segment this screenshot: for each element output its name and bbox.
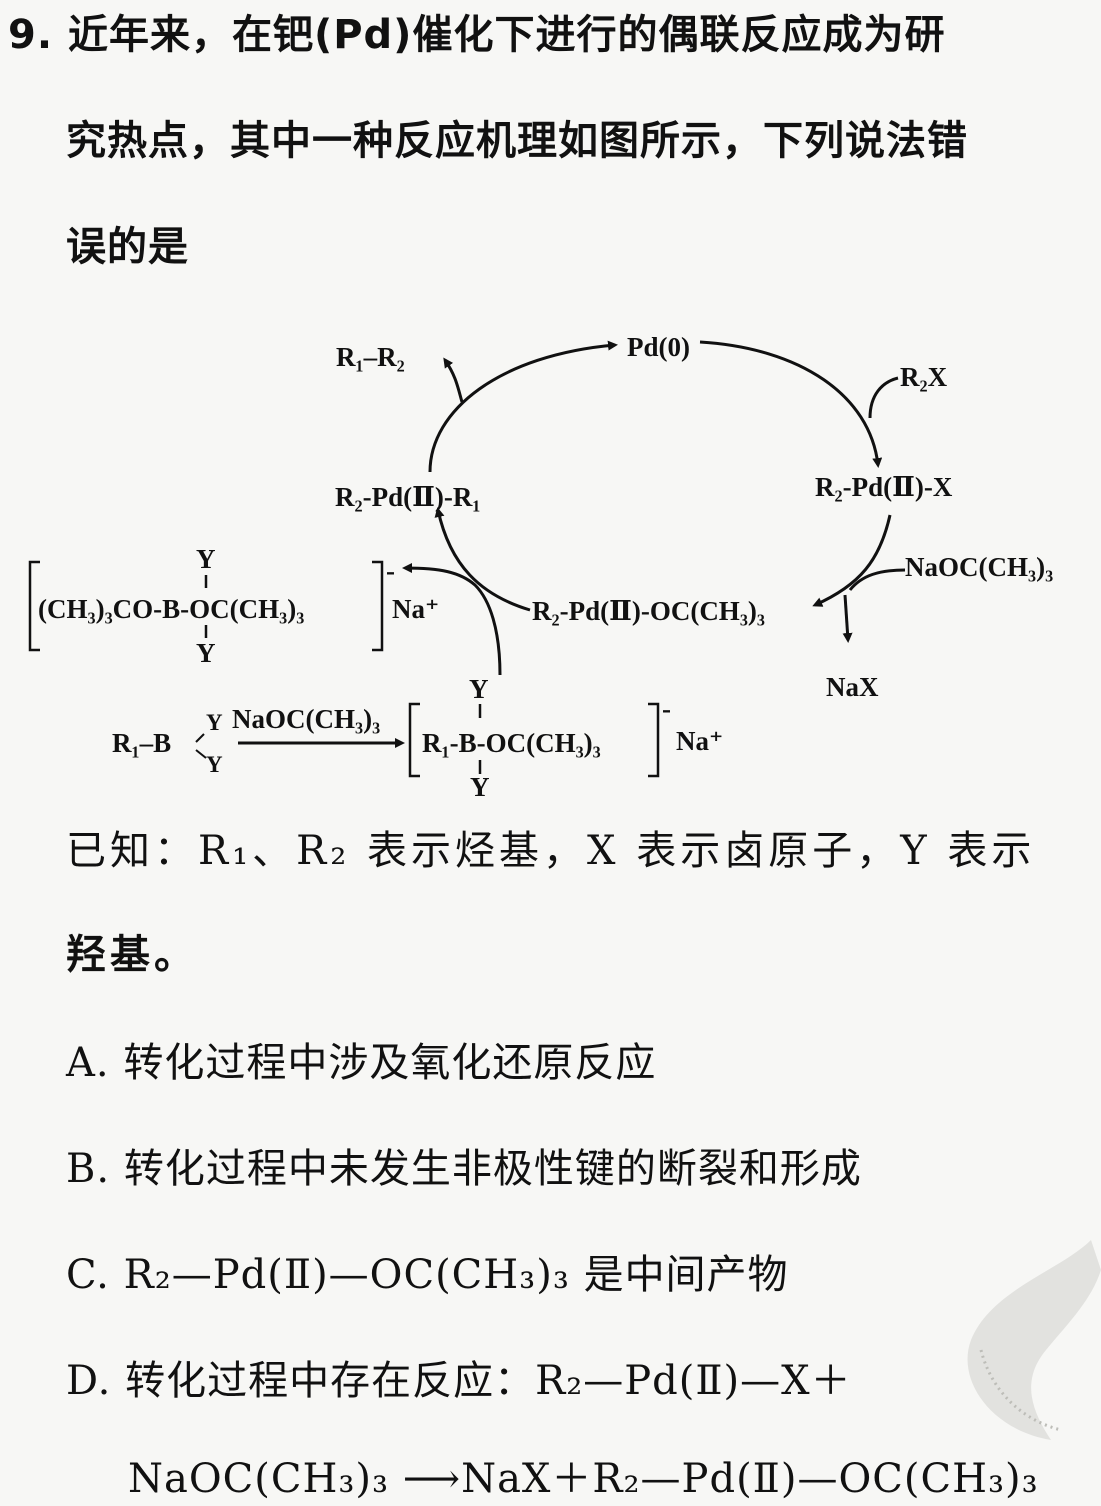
- label-product: R₁–R₂: [336, 342, 405, 372]
- question-line-3: 误的是: [66, 224, 189, 270]
- option-d-line-2: NaOC(CH₃)₃ ⟶NaX＋R₂—Pd(Ⅱ)—OC(CH₃)₃: [128, 1456, 1039, 1502]
- label-r2x: R₂X: [900, 362, 948, 392]
- known-line-2: 羟基。: [66, 932, 198, 978]
- known-line-1: 已知：R₁、R₂ 表示烃基，X 表示卤原子，Y 表示: [66, 828, 1036, 874]
- borate-r1-y-bottom: Y: [470, 772, 490, 802]
- arrow-r2x-in: [868, 376, 899, 419]
- page-smudge-decoration: [967, 1240, 1101, 1440]
- bracket-left-close: [372, 560, 384, 652]
- label-pd0: Pd(0): [627, 332, 690, 362]
- label-r2pdr1: R₂-Pd(Ⅱ)-R₁: [335, 482, 480, 512]
- borate-r1-na: Na⁺: [676, 726, 723, 756]
- borate-charge: -: [386, 556, 395, 586]
- borate-r1-y-top: Y: [469, 674, 489, 704]
- bracket-right-open: [408, 702, 420, 778]
- bracket-left-open: [28, 560, 40, 652]
- bracket-right-close: [648, 702, 660, 778]
- borate-na: Na⁺: [392, 594, 439, 624]
- label-naoc-reagent: NaOC(CH₃)₃: [905, 552, 1053, 582]
- arrow-r2pdx-to-r2pdoc: [812, 514, 892, 607]
- option-a: A. 转化过程中涉及氧化还原反应: [66, 1040, 657, 1086]
- question-line-1: 9. 近年来，在钯(Pd)催化下进行的偶联反应成为研: [8, 12, 946, 58]
- label-r2pdx: R₂-Pd(Ⅱ)-X: [815, 472, 953, 502]
- label-nax: NaX: [826, 672, 879, 702]
- arrow-borate-exchange: [402, 563, 502, 676]
- question-line-2: 究热点，其中一种反应机理如图所示，下列说法错: [66, 118, 968, 164]
- borate-formula: (CH₃)₃CO-B-OC(CH₃)₃: [38, 594, 304, 624]
- arrow-pd0-to-r2pdx: [699, 340, 883, 468]
- arrow-to-product: [443, 357, 464, 403]
- arrow-nax-out: [842, 594, 853, 643]
- option-b: B. 转化过程中未发生非极性键的断裂和形成: [66, 1146, 862, 1192]
- label-r2pdoc: R₂-Pd(Ⅱ)-OC(CH₃)₃: [532, 596, 765, 626]
- borate-y-top: Y: [196, 544, 216, 574]
- arrow-to-pd0: [428, 340, 618, 473]
- option-d-line-1: D. 转化过程中存在反应：R₂—Pd(Ⅱ)—X＋: [66, 1358, 852, 1404]
- borate-r1-formula: R₁-B-OC(CH₃)₃: [422, 728, 601, 758]
- boronic-y1: Y: [206, 710, 223, 735]
- boronic-acid: R₁–B: [112, 728, 171, 758]
- option-c: C. R₂—Pd(Ⅱ)—OC(CH₃)₃ 是中间产物: [66, 1252, 789, 1298]
- reaction-mechanism-diagram: Pd(0) R₁–R₂ R₂X R₂-Pd(Ⅱ)-R₁ R₂-Pd(Ⅱ)-X N…: [28, 332, 1053, 802]
- borate-y-bottom: Y: [196, 638, 216, 668]
- boronic-y2: Y: [206, 752, 223, 777]
- arrow-r2pdoc-to-r2pdr1: [434, 507, 531, 612]
- arrow-naoc-in: [848, 568, 906, 591]
- activation-reagent: NaOC(CH₃)₃: [232, 704, 380, 734]
- borate-r1-charge: -: [662, 694, 671, 724]
